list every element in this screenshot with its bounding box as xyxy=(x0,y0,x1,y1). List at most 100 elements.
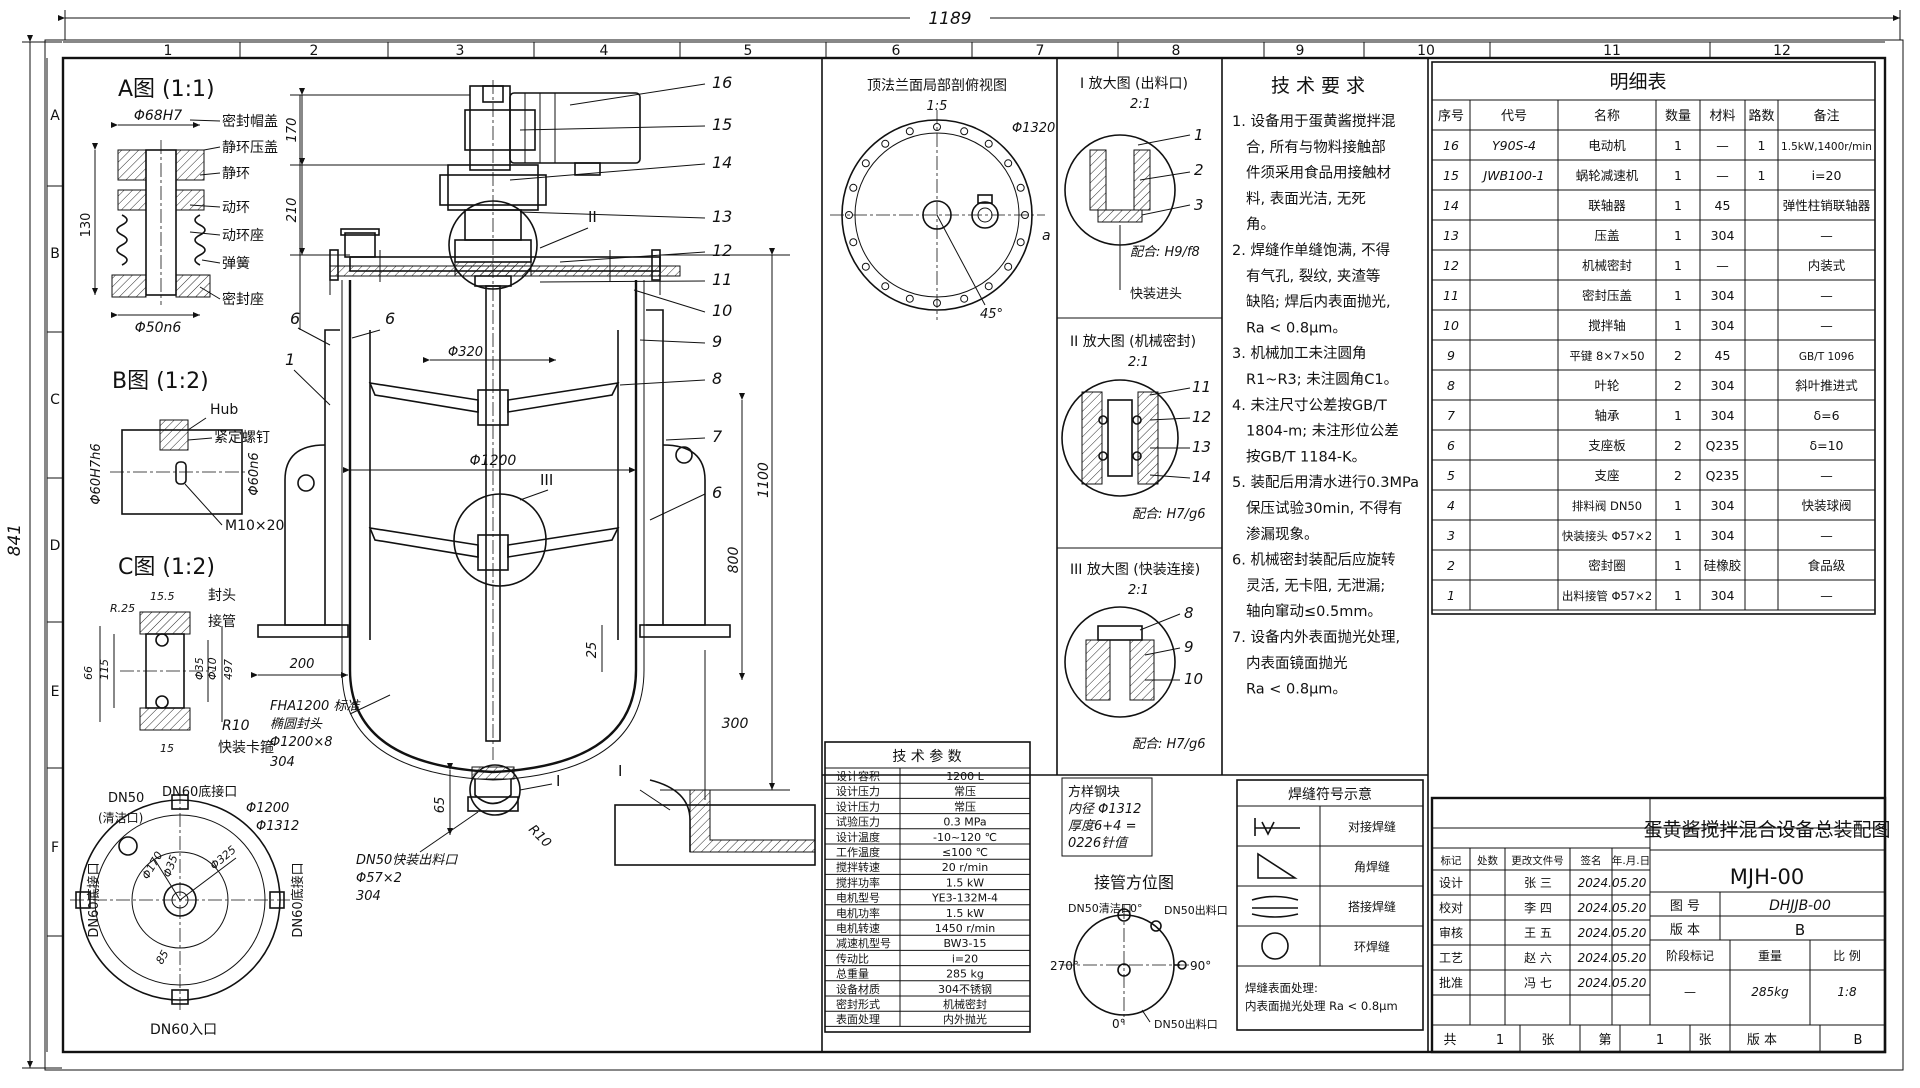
view-b-hub: Hub xyxy=(210,402,238,418)
param-label-2: 设计压力 xyxy=(836,800,880,813)
bottom-label-6: DN60底接口 xyxy=(290,862,306,937)
req-line-0: 1. 设备用于蛋黄酱搅拌混 xyxy=(1232,113,1395,130)
bottom-label-5: DN60底接口 xyxy=(86,862,102,937)
bom-cell-0-0: 16 xyxy=(1443,138,1459,153)
bom-cell-0-2: 电动机 xyxy=(1588,138,1626,153)
bom-cell-11-3: 2 xyxy=(1674,468,1682,483)
bottom-label-4: Φ1312 xyxy=(256,819,299,834)
detail-i-balloon-0: 1 xyxy=(1194,126,1204,144)
req-line-14: 5. 装配后用清水进行0.3MPa xyxy=(1232,474,1419,491)
grid-col-1: 1 xyxy=(164,43,173,59)
req-line-1: 合, 所有与物料接触部 xyxy=(1246,139,1386,156)
bom-cell-7-0: 9 xyxy=(1447,348,1455,363)
footer-0: 共 xyxy=(1443,1033,1456,1048)
view-a-dim-bottom: Φ50n6 xyxy=(135,320,182,336)
nozzle-label-2: DN50出料口 xyxy=(1164,903,1228,917)
top-view-scale: 1:5 xyxy=(927,99,948,114)
param-value-5: ≤100 ℃ xyxy=(942,846,988,859)
detail-i-scale: 2:1 xyxy=(1130,97,1151,112)
bom-cell-1-2: 蜗轮减速机 xyxy=(1576,168,1639,183)
bom-cell-3-3: 1 xyxy=(1674,228,1682,243)
bom-cell-12-4: 304 xyxy=(1711,498,1735,513)
stage-label: 阶段标记 xyxy=(1666,948,1714,963)
bottom-label-2: DN60底接口 xyxy=(162,784,237,800)
weld-title: 焊缝符号示意 xyxy=(1288,786,1372,803)
head-note-0: FHA1200 标准 xyxy=(270,699,361,714)
view-a-label-0: 密封帽盖 xyxy=(222,113,278,130)
requirements-title: 技 术 要 求 xyxy=(1271,75,1365,97)
grid-col-10: 10 xyxy=(1417,43,1435,59)
bom-cell-10-3: 2 xyxy=(1674,438,1682,453)
scale-label: 比 例 xyxy=(1833,949,1861,963)
bom-cell-4-2: 机械密封 xyxy=(1582,258,1632,273)
balloon-14: 14 xyxy=(712,153,732,172)
param-value-10: 1450 r/min xyxy=(935,922,995,935)
bom-header-6: 备注 xyxy=(1813,108,1839,124)
bom-cell-7-2: 平键 8×7×50 xyxy=(1569,349,1644,363)
footer-2: 张 xyxy=(1541,1033,1554,1048)
overall-height-dim: 841 xyxy=(5,524,25,556)
head-note-1: 椭圆封头 xyxy=(270,717,323,732)
bom-cell-6-2: 搅拌轴 xyxy=(1588,318,1626,333)
view-c-dim-1: R.25 xyxy=(110,602,135,615)
view-c-label-1: 接管 xyxy=(208,613,236,630)
param-value-13: 285 kg xyxy=(946,968,984,981)
req-line-17: 6. 机械密封装配后应旋转 xyxy=(1232,551,1395,569)
weld-label-3: 环焊缝 xyxy=(1354,939,1390,954)
bom-cell-5-0: 11 xyxy=(1443,288,1459,303)
balloon-7: 7 xyxy=(712,427,723,446)
view-c-label-3: 快装卡箍 xyxy=(218,739,274,756)
role-1: 校对 xyxy=(1439,900,1463,915)
bom-cell-5-6: — xyxy=(1820,288,1833,303)
param-value-2: 常压 xyxy=(954,800,976,813)
bom-cell-4-3: 1 xyxy=(1674,258,1682,273)
grid-row-E: E xyxy=(51,684,60,700)
param-label-7: 搅拌功率 xyxy=(836,875,880,889)
bolt-hole xyxy=(1004,262,1013,271)
bom-cell-5-2: 密封压盖 xyxy=(1582,288,1632,303)
bom-cell-6-3: 1 xyxy=(1674,318,1682,333)
req-line-3: 料, 表面光洁, 无死 xyxy=(1246,190,1366,207)
outlet-note-1: Φ57×2 xyxy=(356,871,402,886)
balloon-16: 16 xyxy=(712,73,732,92)
view-c-dim-3: 115 xyxy=(98,659,111,680)
bom-cell-2-4: 45 xyxy=(1715,198,1731,213)
bom-cell-8-0: 8 xyxy=(1447,378,1455,393)
bolt-hole xyxy=(849,183,858,192)
view-c-dim-4: Φ35 xyxy=(193,657,206,680)
tuhao-value: DHJJB-00 xyxy=(1769,898,1831,914)
bom-cell-15-4: 304 xyxy=(1711,588,1735,603)
bom-cell-15-3: 1 xyxy=(1674,588,1682,603)
param-label-6: 搅拌转速 xyxy=(836,860,880,874)
roman-iii: III xyxy=(540,471,553,489)
dim-65: 65 xyxy=(433,797,448,814)
bom-cell-14-0: 2 xyxy=(1447,558,1455,573)
footer-5: 张 xyxy=(1698,1033,1711,1048)
param-value-1: 常压 xyxy=(954,785,976,798)
outlet-note-0: DN50快装出料口 xyxy=(356,853,458,868)
view-c-dim-2: 66 xyxy=(82,666,95,680)
bolt-hole xyxy=(960,127,969,136)
title-block: 蛋黄酱搅拌混合设备总装配图MJH-00标记处数更改文件号签名年.月.日设计张 三… xyxy=(1430,796,1891,1054)
balloon-left-1: 6 xyxy=(385,309,395,328)
detail-ii-fit: 配合: H7/g6 xyxy=(1132,507,1205,522)
req-line-19: 轴向窜动≤0.5mm。 xyxy=(1246,602,1382,620)
bolt-hole xyxy=(1021,211,1029,219)
detail-iii-fit: 配合: H7/g6 xyxy=(1132,737,1205,752)
stage-value: — xyxy=(1684,985,1696,999)
dim-210: 210 xyxy=(285,198,300,223)
bom-cell-1-3: 1 xyxy=(1674,168,1682,183)
param-label-3: 试验压力 xyxy=(836,815,880,829)
person-2: 王 五 xyxy=(1524,926,1552,940)
view-a: A图 (1:1) Φ68H7 130 Φ50n6 密封帽盖静环压盖静环动环动环座… xyxy=(79,77,278,336)
bom-header-4: 材料 xyxy=(1709,109,1735,124)
bom-cell-14-3: 1 xyxy=(1674,558,1682,573)
roman-ii: II xyxy=(588,208,597,226)
tuhao-label: 图 号 xyxy=(1670,899,1700,914)
